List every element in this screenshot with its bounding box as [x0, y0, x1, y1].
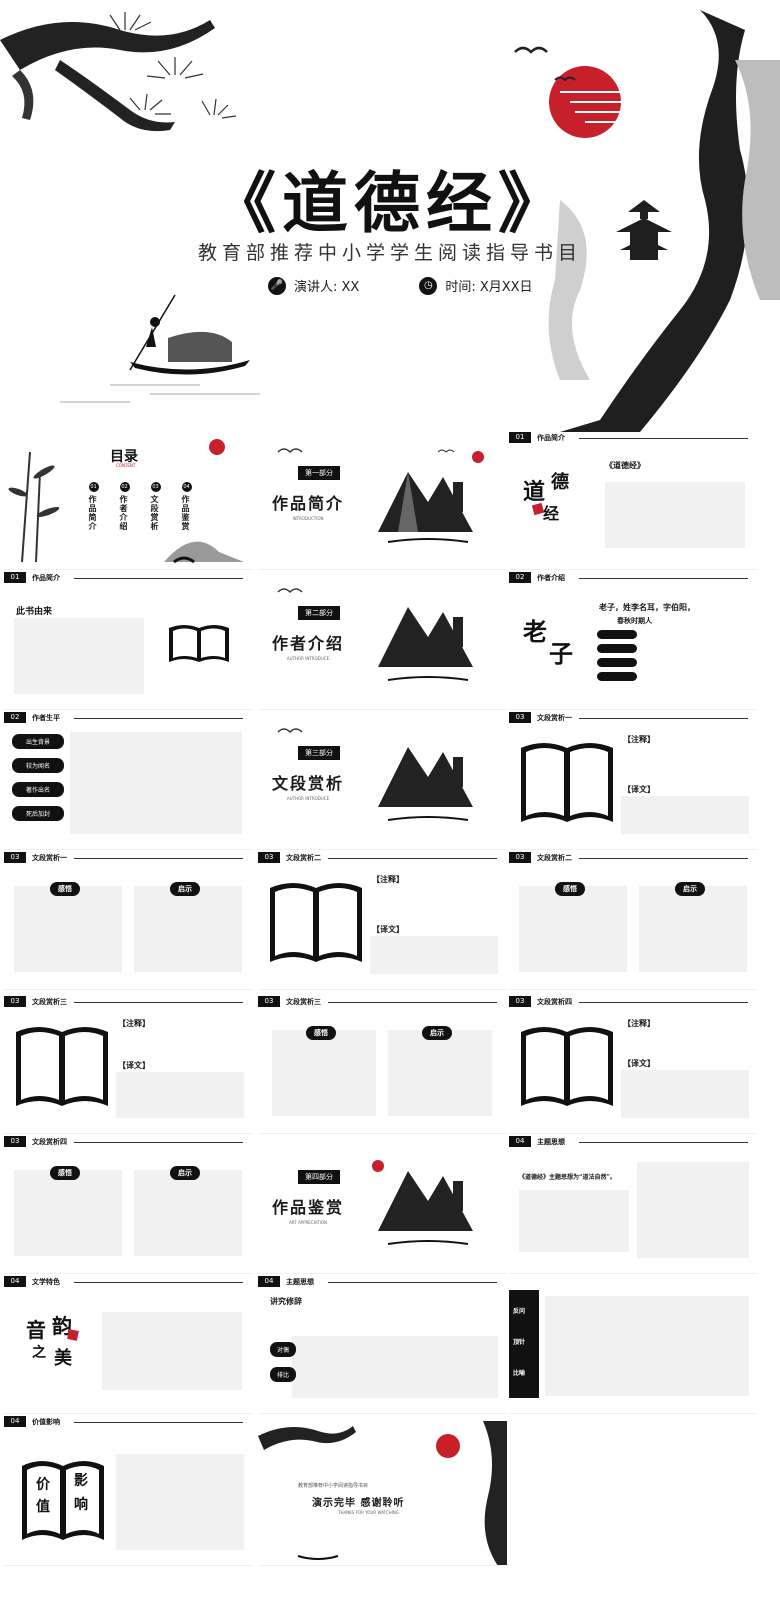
passage1-slide: 03 文段赏析一 【注释】 【译文】	[509, 712, 758, 850]
presentation-subtitle: 教育部推荐中小学学生阅读指导书目	[197, 242, 582, 264]
section-slide-4: 第四部分 作品鉴赏 ART APPRECIATION	[258, 1136, 507, 1274]
feel4-slide: 03 文段赏析四 感悟 启示	[4, 1136, 253, 1274]
toc-item-3[interactable]: 03 文段赏析	[150, 482, 161, 531]
open-book-icon	[521, 743, 613, 822]
mountain-pagoda-art	[277, 448, 484, 543]
passage2-slide: 03 文段赏析二 【注释】 【译文】	[258, 852, 507, 990]
cover-slide: 《道德经》 教育部推荐中小学学生阅读指导书目 🎤 演讲人: XX ◷ 时间: X…	[0, 0, 780, 432]
life-labels: 出生背景 较为闻名 著作出名 死后加封	[12, 734, 64, 821]
open-book-icon	[270, 883, 362, 962]
passage3-slide: 03 文段赏析三 【注释】 【译文】	[4, 996, 253, 1134]
section-slide-1: 第一部分 作品简介 INTRODUCTION	[258, 432, 507, 570]
mountain-pagoda-art	[277, 728, 473, 821]
presenter-info: 🎤 演讲人: XX ◷ 时间: X月XX日	[268, 276, 533, 295]
ink-landscape-art	[258, 1421, 507, 1565]
author-tags	[597, 630, 637, 681]
toc-item-4[interactable]: 04 作品鉴赏	[181, 482, 192, 531]
toc-title: 目录	[110, 449, 138, 465]
feel1-slide: 03 文段赏析一 感悟 启示	[4, 852, 253, 990]
value-slide: 04 价值影响 价 值 影 响	[4, 1416, 253, 1566]
passage4-slide: 03 文段赏析四 【注释】 【译文】	[509, 996, 758, 1134]
toc-slide: 目录 CONTENT 01 作品简介 02 作者介绍 03 文段赏析 04 作品…	[4, 432, 253, 570]
book-origin-slide: 01 作品简介 此书由来	[4, 572, 253, 710]
author-life-slide: 02 作者生平 出生背景 较为闻名 著作出名 死后加封	[4, 712, 253, 850]
microphone-icon: 🎤	[268, 276, 286, 295]
open-book-icon	[22, 1461, 104, 1540]
ink-landscape-art	[0, 10, 780, 432]
section-en: INTRODUCTION	[292, 516, 324, 521]
feel3-slide: 03 文段赏析三 感悟 启示	[258, 996, 507, 1134]
intro-text-box	[605, 482, 745, 548]
clock-icon: ◷	[419, 276, 438, 295]
mountain-pagoda-art	[277, 588, 473, 681]
origin-title: 此书由来	[16, 607, 53, 617]
presentation-title: 《道德经》	[210, 164, 570, 242]
open-book-icon	[521, 1027, 613, 1106]
rhetoric-slide: 04 主题思想 讲究修辞 对偶 排比	[258, 1276, 507, 1414]
theme-slide: 04 主题思想 《道德经》主题思想为“道法自然”。	[509, 1136, 758, 1274]
section-slide-3: 第三部分 文段赏析 AUTHOR INTRODUCE	[258, 712, 507, 850]
origin-text-box	[14, 618, 144, 694]
ending-slide: 教育部推荐中小学阅读指导书目 演示完毕 感谢聆听 THANKS FOR YOUR…	[258, 1416, 507, 1566]
open-book-icon	[16, 1027, 108, 1106]
toc-en: CONTENT	[116, 463, 136, 468]
time-label: 时间: X月XX日	[445, 280, 533, 295]
work-intro-slide: 01 作品简介 道 德 经 《道德经》	[509, 432, 758, 570]
rhetoric2-slide: 反问 顶针 比喻	[509, 1276, 758, 1414]
toc-item-2[interactable]: 02 作者介绍	[119, 482, 130, 531]
author-slide: 02 作者介绍 老 子 老子，姓李名耳，字伯阳， 春秋时期人	[509, 572, 758, 710]
section-title: 作品简介	[271, 494, 344, 513]
section-slide-2: 第二部分 作者介绍 AUTHOR INTRODUCE	[258, 572, 507, 710]
open-book-icon	[169, 625, 229, 662]
book-title: 《道德经》	[605, 460, 645, 470]
speaker-item: 🎤 演讲人: XX	[268, 276, 359, 295]
toc-list: 01 作品简介 02 作者介绍 03 文段赏析 04 作品鉴赏	[88, 482, 192, 531]
char-dao: 道	[523, 479, 546, 505]
mountain-pagoda-art	[372, 1160, 473, 1245]
char-jing: 经	[543, 504, 560, 523]
feel2-slide: 03 文段赏析二 感悟 启示	[509, 852, 758, 990]
char-de: 德	[551, 472, 569, 493]
literary-style-slide: 04 文学特色 音 韵 之 美	[4, 1276, 253, 1414]
section-badge: 第一部分	[298, 466, 340, 480]
speaker-label: 演讲人: XX	[294, 280, 360, 295]
time-item: ◷ 时间: X月XX日	[419, 276, 533, 295]
bamboo-art	[8, 439, 244, 564]
toc-item-1[interactable]: 01 作品简介	[88, 482, 99, 531]
